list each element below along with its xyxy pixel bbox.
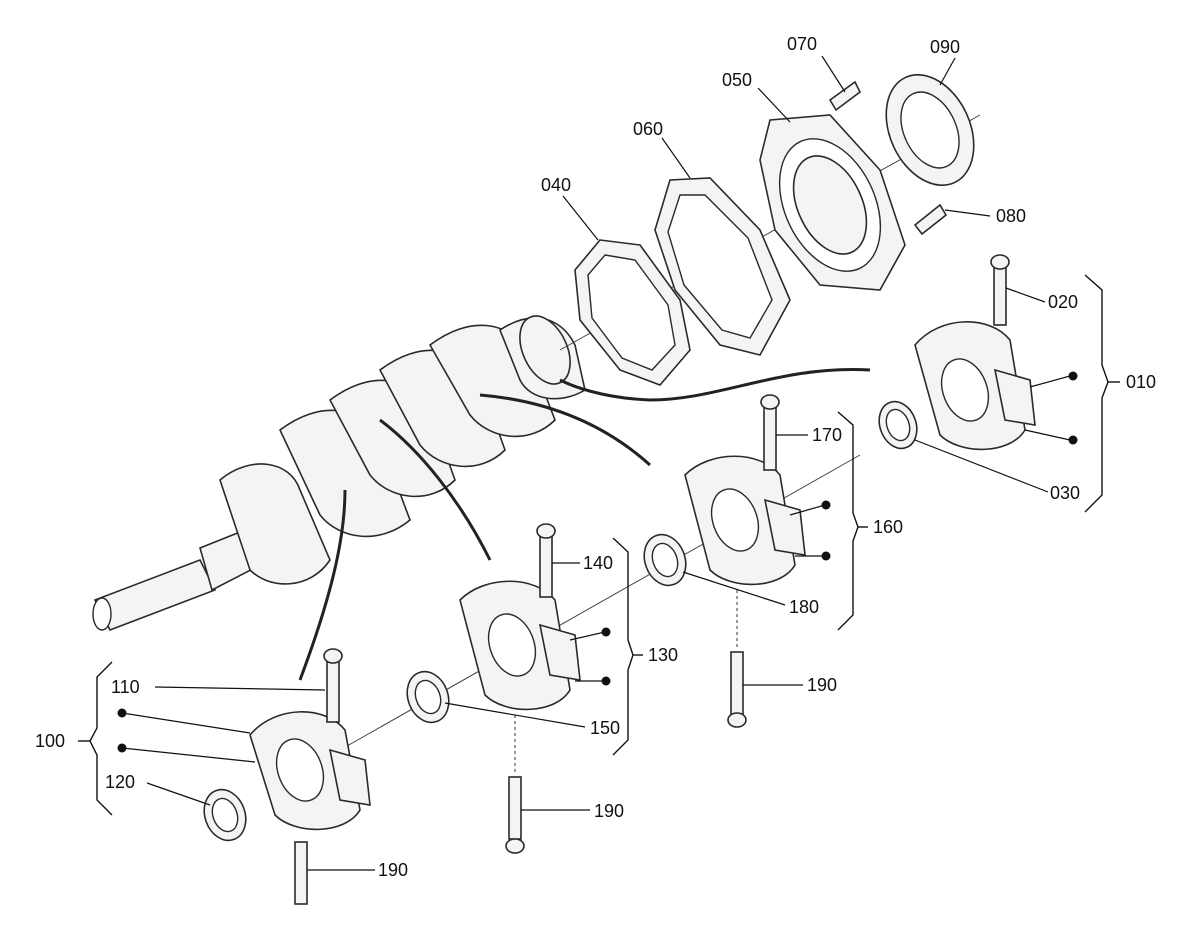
label-190-c: 190 <box>378 860 409 880</box>
label-010: 010 <box>1126 372 1157 392</box>
label-050: 050 <box>722 70 753 90</box>
bolt-020 <box>990 254 1010 326</box>
gasket-040 <box>574 239 691 386</box>
label-090: 090 <box>930 37 961 57</box>
label-190-a: 190 <box>807 675 838 695</box>
bearing-shell-180 <box>643 533 687 587</box>
label-130: 130 <box>648 645 679 665</box>
bolt-190-a <box>727 651 747 728</box>
label-080: 080 <box>996 206 1027 226</box>
label-070: 070 <box>787 34 818 54</box>
bolt-190-b <box>505 776 525 854</box>
bearing-shell-150 <box>406 670 450 724</box>
label-040: 040 <box>541 175 572 195</box>
label-030: 030 <box>1050 483 1081 503</box>
bolt-140 <box>536 523 556 598</box>
label-190-b: 190 <box>594 801 625 821</box>
label-180: 180 <box>789 597 820 617</box>
label-120: 120 <box>105 772 136 792</box>
group-brackets <box>78 274 1120 816</box>
label-140: 140 <box>583 553 614 573</box>
bearing-shell-120 <box>203 788 247 842</box>
bolt-080 <box>913 203 948 236</box>
housing-050 <box>759 114 906 291</box>
gasket-060 <box>654 177 791 356</box>
label-170: 170 <box>812 425 843 445</box>
bearing-cap-010 <box>914 321 1036 451</box>
bearing-cap-130 <box>459 580 581 711</box>
leader-lines <box>121 55 1071 871</box>
label-150: 150 <box>590 718 621 738</box>
bolt-170 <box>760 394 780 471</box>
reference-dots <box>117 371 1078 753</box>
oil-seal-090 <box>885 73 975 187</box>
label-160: 160 <box>873 517 904 537</box>
crankshaft <box>92 315 871 681</box>
bearing-cap-100 <box>249 711 371 831</box>
bearing-cap-160 <box>684 455 806 586</box>
bearing-shell-030 <box>878 400 918 450</box>
bolt-110 <box>323 648 343 723</box>
bolt-070 <box>828 80 862 112</box>
bolt-190-c <box>294 841 308 905</box>
label-100: 100 <box>35 731 66 751</box>
label-060: 060 <box>633 119 664 139</box>
label-110: 110 <box>111 677 140 697</box>
label-020: 020 <box>1048 292 1079 312</box>
